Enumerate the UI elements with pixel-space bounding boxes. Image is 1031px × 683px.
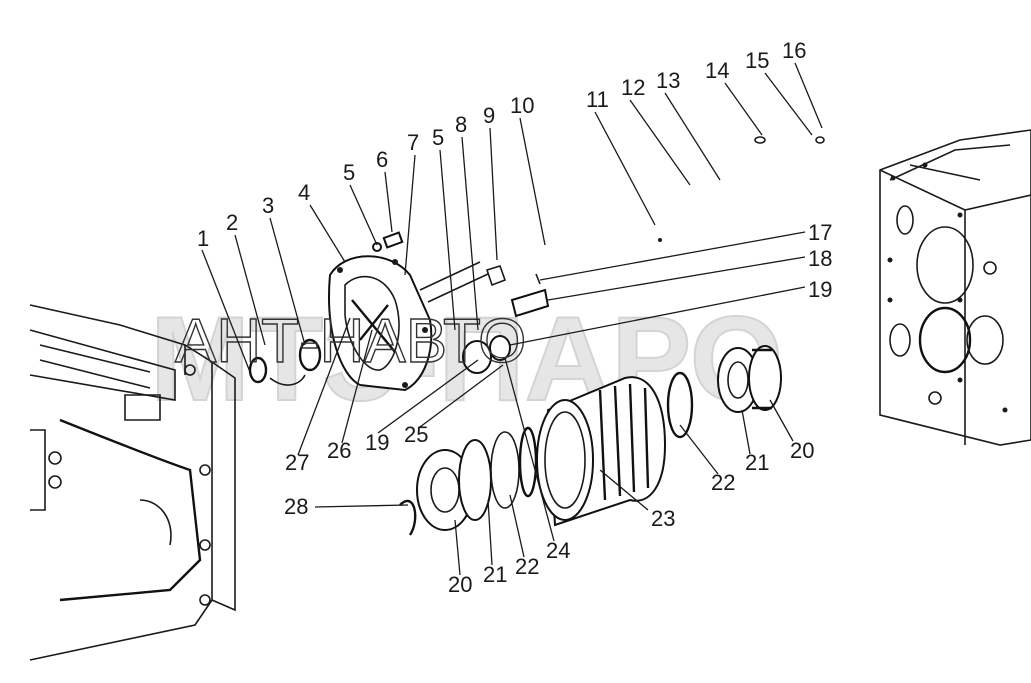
leader-line <box>489 127 498 261</box>
callout-number: 28 <box>284 494 308 519</box>
leader-line <box>629 99 691 186</box>
leader-line <box>764 72 813 136</box>
leader-line <box>519 117 546 246</box>
callout-number: 16 <box>782 38 806 63</box>
leader-line <box>309 204 346 263</box>
bearing-and-rings-lower <box>416 426 538 531</box>
leader-line <box>461 136 479 331</box>
callout-number: 8 <box>455 112 467 137</box>
callout-number: 27 <box>285 450 309 475</box>
leader-line <box>384 171 393 233</box>
leader-line <box>439 149 456 331</box>
leader-line <box>201 249 251 373</box>
right-gearbox-housing <box>879 129 1031 446</box>
leader-line <box>539 231 806 281</box>
leader-line <box>349 184 378 246</box>
bolt-and-washer <box>372 231 404 252</box>
callout-number: 2 <box>226 210 238 235</box>
callout-number: 10 <box>510 93 534 118</box>
callout-number: 22 <box>515 554 539 579</box>
callout-number: 26 <box>327 438 351 463</box>
callout-number: 25 <box>404 422 428 447</box>
leader-line <box>599 469 649 511</box>
watermark-overlay-text: АНТ-НАВТО <box>175 307 526 376</box>
leader-line <box>679 424 719 475</box>
callout-number: 11 <box>586 87 609 112</box>
callout-number: 12 <box>621 75 645 100</box>
callout-number: 5 <box>432 125 444 150</box>
callout-number: 21 <box>483 562 507 587</box>
bearing-and-rings-upper <box>666 345 782 439</box>
leader-line <box>724 82 763 136</box>
retaining-rings <box>248 338 322 386</box>
leader-line <box>594 111 656 226</box>
leader-line <box>509 494 525 558</box>
callout-number: 22 <box>711 470 735 495</box>
callout-number: 13 <box>656 68 680 93</box>
circlip <box>399 499 417 536</box>
leader-line <box>487 499 493 566</box>
cover-plate <box>328 255 433 392</box>
large-spur-gear <box>536 376 667 527</box>
leader-line <box>547 256 806 301</box>
small-fasteners <box>535 136 825 285</box>
callout-number: 19 <box>808 277 832 302</box>
left-gearbox-housing <box>29 304 236 661</box>
leader-line <box>509 286 806 346</box>
callout-number: 20 <box>448 572 472 597</box>
leader-line <box>297 317 351 456</box>
callout-number: 14 <box>705 58 729 83</box>
leader-line <box>269 217 306 346</box>
callout-number: 19 <box>365 430 389 455</box>
callout-number: 24 <box>546 538 570 563</box>
callout-number: 4 <box>298 180 310 205</box>
callout-number: 17 <box>808 220 832 245</box>
leader-line <box>404 154 416 276</box>
leader-line <box>769 399 794 442</box>
callout-number: 23 <box>651 506 675 531</box>
leader-line <box>341 329 373 444</box>
leader-lines <box>201 62 823 576</box>
callout-number: 1 <box>197 226 209 251</box>
callout-number: 3 <box>262 193 274 218</box>
leader-line <box>377 359 479 434</box>
leader-line <box>314 504 409 508</box>
leader-line <box>741 409 751 455</box>
callout-number: 7 <box>407 130 419 155</box>
callout-number: 9 <box>483 103 495 128</box>
callout-number: 5 <box>343 160 355 185</box>
shaft-and-sleeve <box>419 261 550 374</box>
leader-line <box>664 92 721 181</box>
leader-line <box>794 62 823 129</box>
leader-line <box>454 519 461 576</box>
leader-line <box>504 357 555 542</box>
leader-line <box>419 364 504 428</box>
callout-number: 21 <box>745 450 769 475</box>
leader-line <box>234 234 266 346</box>
callout-number: 6 <box>376 147 388 172</box>
callout-number: 18 <box>808 246 832 271</box>
callout-number: 20 <box>790 438 814 463</box>
callout-number: 15 <box>745 48 769 73</box>
